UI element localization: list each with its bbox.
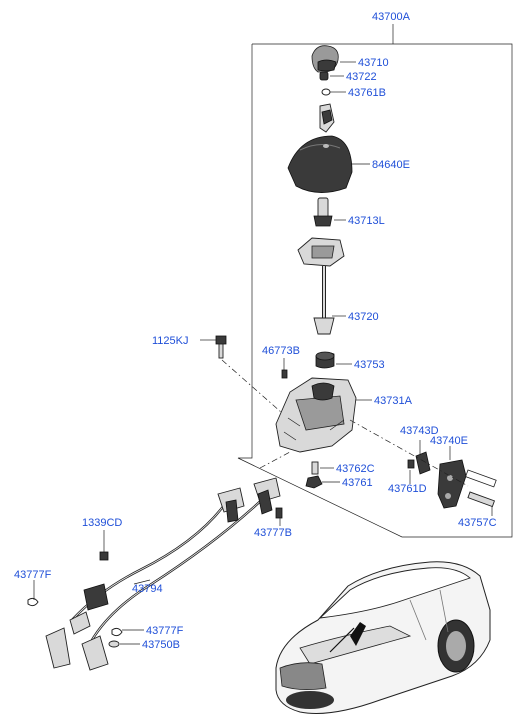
part-label-43777b: 43777B <box>254 527 292 539</box>
spring <box>319 71 329 81</box>
part-label-43777f-left: 43777F <box>14 569 52 581</box>
shift-knob <box>311 45 339 73</box>
clip-ring <box>321 88 331 96</box>
part-label-43722: 43722 <box>346 71 377 83</box>
bushing <box>315 351 335 369</box>
lever-upper <box>313 197 333 227</box>
part-label-43713l: 43713L <box>348 215 385 227</box>
pin-c <box>311 461 319 475</box>
bolt-cd <box>99 551 109 561</box>
part-label-43761d: 43761D <box>388 483 427 495</box>
part-label-84640e: 84640E <box>372 159 410 171</box>
centerline-bolt <box>221 359 291 421</box>
part-label-46773b: 46773B <box>262 345 300 357</box>
nut <box>305 475 323 489</box>
part-label-43731a: 43731A <box>374 395 413 407</box>
clip-d <box>407 459 415 469</box>
leader-43794 <box>133 579 151 585</box>
washer <box>108 640 120 648</box>
part-label-43720: 43720 <box>348 311 379 323</box>
clip-b <box>275 507 283 519</box>
part-label-43740e: 43740E <box>430 435 468 447</box>
centerline-plate <box>349 419 469 487</box>
assembly-boundary <box>237 43 513 538</box>
part-label-43762c: 43762C <box>336 463 375 475</box>
part-label-43750b: 43750B <box>142 639 180 651</box>
lever-bracket <box>297 237 345 267</box>
lever-rod <box>313 266 335 335</box>
clip-f-left <box>27 597 39 607</box>
part-label-43753: 43753 <box>354 359 385 371</box>
clip-f-right <box>111 627 123 637</box>
part-label-43777f-right: 43777F <box>146 625 184 637</box>
cable-plate <box>437 459 467 509</box>
knob-rod <box>319 103 335 133</box>
part-label-43794: 43794 <box>132 583 163 595</box>
long-pin <box>465 469 497 508</box>
bracket-small <box>415 451 431 475</box>
part-label-43761b: 43761B <box>348 87 386 99</box>
part-label-1125kj: 1125KJ <box>152 335 189 347</box>
part-label-43700a: 43700A <box>372 11 411 23</box>
part-label-43761: 43761 <box>342 477 373 489</box>
vehicle-illustration <box>275 561 491 714</box>
shift-boot <box>287 135 353 193</box>
part-label-43743d: 43743D <box>400 425 439 437</box>
bolt <box>215 335 227 359</box>
centerline-cable <box>259 451 291 469</box>
shift-cables <box>45 477 281 671</box>
part-label-43757c: 43757C <box>458 517 497 529</box>
part-label-43710: 43710 <box>358 57 389 69</box>
pin <box>281 369 288 379</box>
shifter-housing <box>275 377 357 453</box>
callout-labels: 43700A 43710 43722 43761B 84640E 43713L 43720 1… <box>14 11 497 651</box>
part-label-1339cd: 1339CD <box>82 517 122 529</box>
